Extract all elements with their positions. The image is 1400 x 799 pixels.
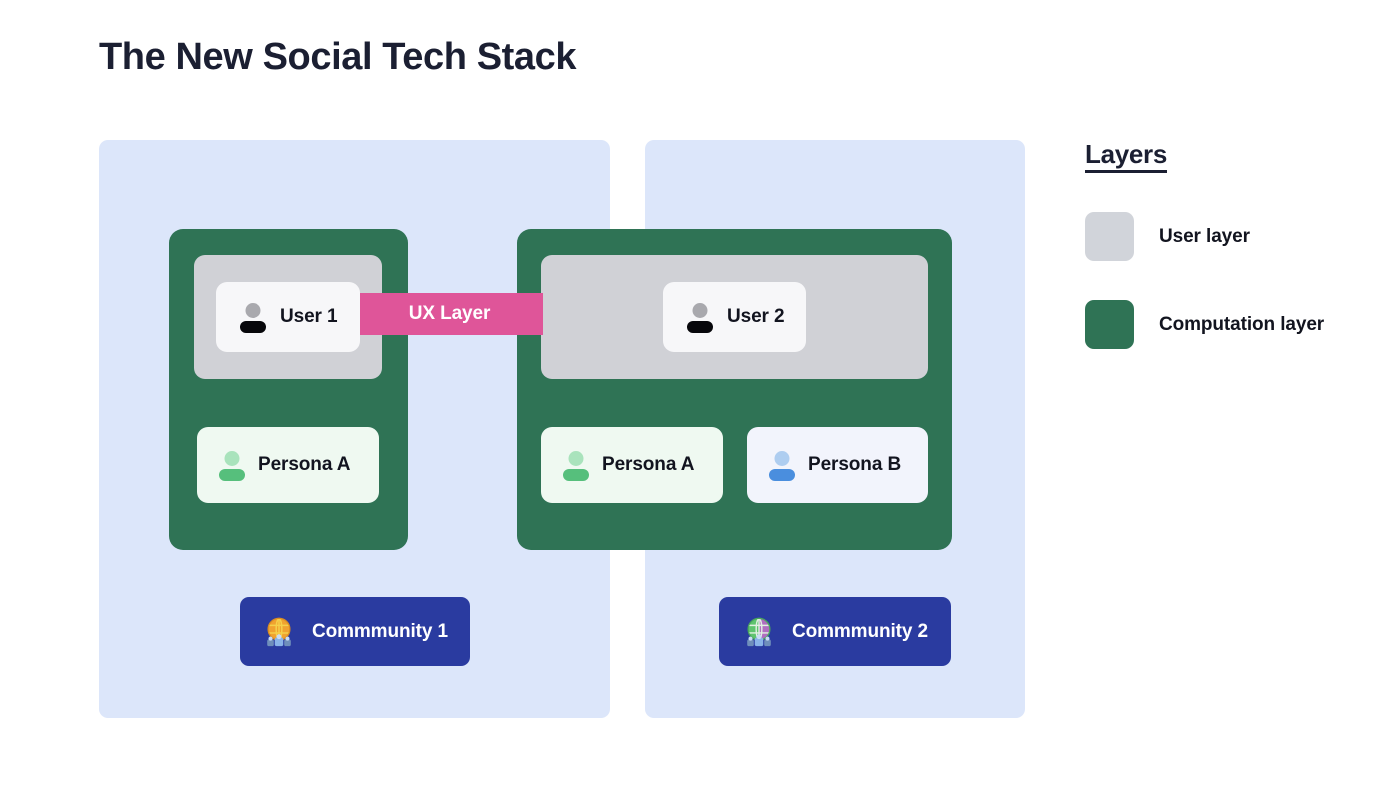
persona-avatar-icon	[563, 450, 589, 481]
persona-card[interactable]: Persona B	[747, 427, 928, 503]
community-button-label: Commmunity 2	[791, 620, 929, 642]
user-card-1[interactable]: User 1	[216, 282, 360, 352]
avatar-body	[240, 321, 266, 333]
avatar-head	[774, 451, 790, 466]
avatar-head	[692, 303, 708, 318]
globe-icon	[267, 617, 291, 646]
avatar-body	[687, 321, 713, 333]
user-card-label: User 1	[280, 306, 338, 327]
persona-card-label: Persona B	[808, 454, 902, 475]
user-avatar-icon	[687, 302, 713, 333]
ux-layer-label: UX Layer	[408, 303, 491, 324]
page-title: The New Social Tech Stack	[99, 36, 577, 78]
legend-swatch-computation-layer	[1085, 300, 1134, 349]
avatar-body	[219, 469, 245, 481]
legend-label-user-layer: User layer	[1159, 225, 1250, 247]
avatar-head	[224, 451, 240, 466]
legend-item-user-layer: User layer	[1085, 212, 1250, 261]
persona-avatar-icon	[769, 450, 795, 481]
user-card-label: User 2	[727, 306, 785, 327]
legend: Layers User layer Computation layer	[1085, 140, 1385, 349]
user-card-2[interactable]: User 2	[663, 282, 806, 352]
community-button-label: Commmunity 1	[311, 620, 449, 642]
persona-card[interactable]: Persona A	[541, 427, 723, 503]
persona-avatar-icon	[219, 450, 245, 481]
legend-label-computation-layer: Computation layer	[1159, 313, 1325, 335]
globe-icon	[747, 617, 771, 646]
community-button-2[interactable]: Commmunity 2	[719, 597, 951, 666]
legend-item-computation-layer: Computation layer	[1085, 300, 1324, 349]
persona-card[interactable]: Persona A	[197, 427, 379, 503]
legend-swatch-user-layer	[1085, 212, 1134, 261]
persona-card-label: Persona A	[602, 454, 695, 475]
avatar-body	[563, 469, 589, 481]
legend-title: Layers	[1085, 140, 1167, 173]
avatar-head	[245, 303, 261, 318]
user-avatar-icon	[240, 302, 266, 333]
avatar-body	[769, 469, 795, 481]
avatar-head	[568, 451, 584, 466]
persona-card-label: Persona A	[258, 454, 351, 475]
community-button-1[interactable]: Commmunity 1	[240, 597, 470, 666]
ux-layer-connector: UX Layer	[356, 293, 543, 335]
